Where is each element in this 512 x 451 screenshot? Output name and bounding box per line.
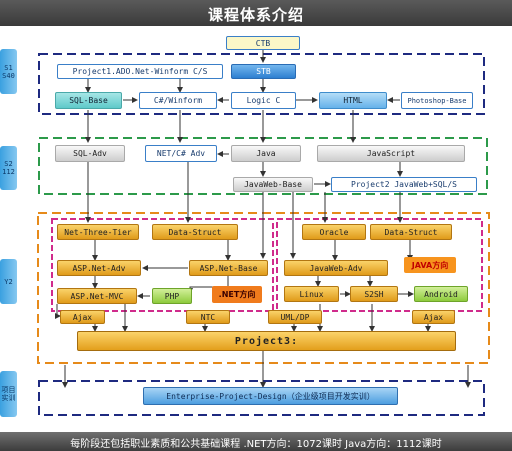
box-php: PHP (152, 288, 192, 304)
box-csharp-winform: C#/Winform (139, 92, 217, 109)
box-html: HTML (319, 92, 387, 109)
arrow-aspmvc-ajax (55, 304, 61, 319)
footer-bar: 每阶段还包括职业素质和公共基础课程 .NET方向：1072课时 Java方向：1… (0, 432, 512, 451)
title-bar: 课程体系介绍 (0, 0, 512, 26)
stage-label-project: 项目 实训 (0, 371, 17, 417)
box-enterprise-project: Enterprise-Project-Design（企业级项目开发实训） (143, 387, 398, 405)
box-stb: STB (231, 64, 296, 79)
box-ajax-right: Ajax (412, 310, 455, 324)
box-sql-base: SQL-Base (55, 92, 122, 109)
box-ntc: NTC (186, 310, 230, 324)
box-asp-net-base: ASP.Net-Base (189, 260, 268, 276)
java-direction-tag: JAVA方向 (404, 257, 456, 273)
stage-label-s2: S2 112 (0, 146, 17, 190)
stage-label-s1: S1 S40 (0, 49, 17, 94)
box-asp-net-mvc: ASP.Net-MVC (57, 288, 137, 304)
box-photoshop: Photoshop-Base (401, 92, 473, 109)
frame-enterprise (38, 380, 485, 416)
box-ajax-left: Ajax (60, 310, 105, 324)
box-java: Java (231, 145, 301, 162)
box-project2: Project2 JavaWeb+SQL/S (331, 177, 477, 192)
frame-java (276, 218, 483, 312)
box-net-csharp-adv: NET/C# Adv (145, 145, 217, 162)
box-uml-dp: UML/DP (268, 310, 322, 324)
box-data-struct-java: Data-Struct (370, 224, 452, 240)
box-javaweb-base: JavaWeb-Base (233, 177, 313, 192)
box-s2sh: S2SH (350, 286, 398, 302)
box-data-struct-net: Data-Struct (152, 224, 238, 240)
box-oracle: Oracle (302, 224, 366, 240)
box-ctb: CTB (226, 36, 300, 50)
box-linux: Linux (284, 286, 339, 302)
box-asp-net-adv: ASP.Net-Adv (57, 260, 141, 276)
footer-note: 每阶段还包括职业素质和公共基础课程 .NET方向：1072课时 Java方向：1… (70, 439, 442, 450)
box-net-three-tier: Net-Three-Tier (57, 224, 139, 240)
box-android: Android (414, 286, 468, 302)
box-sql-adv: SQL-Adv (55, 145, 125, 162)
frame-s1 (38, 53, 485, 115)
box-project1: Project1.ADO.Net-Winform C/S (57, 64, 223, 79)
box-javaweb-adv: JavaWeb-Adv (284, 260, 388, 276)
net-direction-tag: .NET方向 (212, 286, 262, 303)
frame-net (51, 218, 274, 312)
box-javascript: JavaScript (317, 145, 465, 162)
stage-label-y2: Y2 (0, 259, 17, 304)
box-project3: Project3: (77, 331, 456, 351)
box-logic-c: Logic C (231, 92, 296, 109)
page-title: 课程体系介绍 (207, 6, 304, 24)
